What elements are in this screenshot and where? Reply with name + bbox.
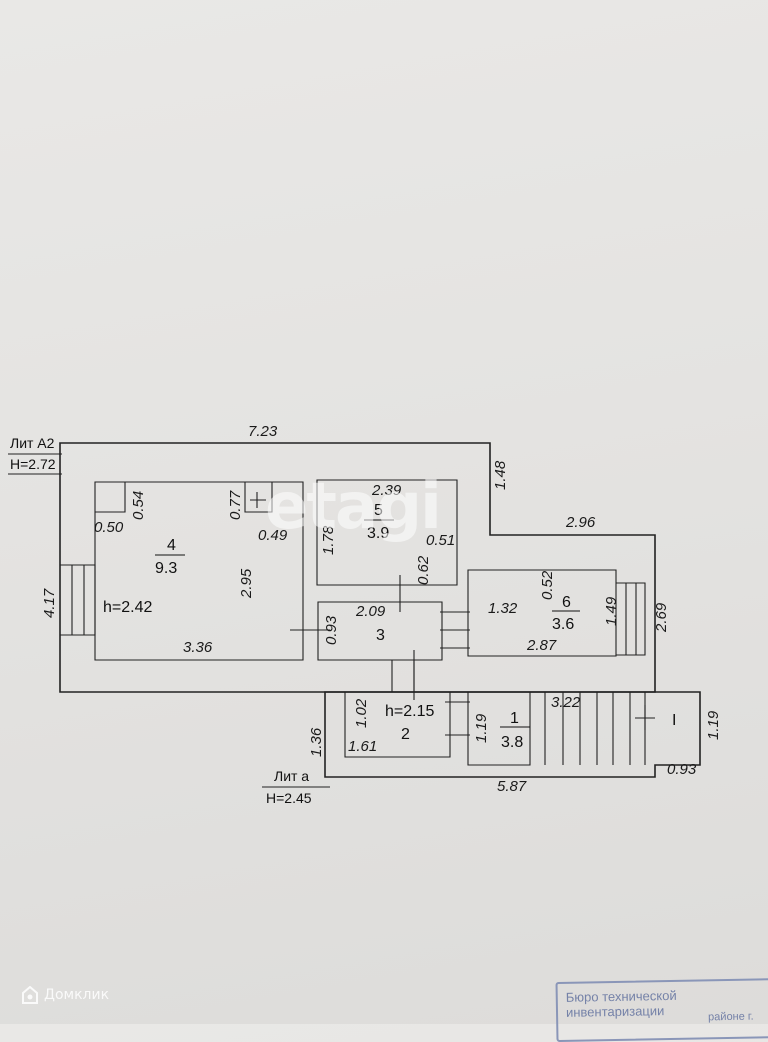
porch-mark: [635, 705, 655, 730]
door-r2-r1: [445, 701, 470, 736]
dim-r2-height: 1.02: [353, 698, 370, 728]
dim-right-step: 2.96: [565, 514, 596, 531]
dim-r3-width: 2.09: [355, 603, 386, 620]
dim-r2-width: 1.61: [348, 738, 377, 755]
dim-r6-height: 1.49: [603, 596, 620, 626]
lit-a2-height: H=2.72: [10, 456, 56, 472]
watermark: etagi: [265, 470, 442, 544]
chimney-mark: [250, 492, 266, 508]
left-stairs: [60, 564, 96, 636]
inventory-stamp: Бюро технической инвентаризации районе г…: [555, 977, 768, 1042]
door-r3-r6: [440, 611, 470, 649]
height-main: h=2.42: [103, 599, 152, 616]
dim-r6-top: 0.52: [539, 570, 556, 600]
lit-a-name: Лит а: [274, 768, 309, 784]
room-6-area: 3.6: [552, 616, 574, 633]
room-5-walls: [316, 479, 458, 586]
dim-right-lower: 2.69: [653, 602, 670, 633]
brand-name: Домклик: [44, 987, 110, 1003]
dim-r4-notch-h: 0.54: [130, 491, 147, 520]
main-outline: [59, 442, 656, 693]
lit-a-height: H=2.45: [266, 790, 312, 806]
height-annex: h=2.15: [385, 703, 434, 720]
dim-r3-height: 0.93: [323, 615, 340, 645]
dim-left-side: 4.17: [41, 588, 58, 618]
room-1-walls: [467, 691, 531, 766]
dim-annex-left: 1.36: [308, 727, 325, 757]
room-1-number: 1: [510, 710, 519, 727]
dim-top-width: 7.23: [248, 423, 278, 440]
dim-r1-height: 1.19: [473, 713, 490, 743]
room-4-chimney: [244, 482, 273, 513]
dim-r5-height: 1.78: [320, 525, 337, 555]
dim-porch-width: 0.93: [667, 761, 697, 778]
room-4-number: 4: [167, 537, 176, 554]
stamp-line2: районе г.: [708, 1010, 754, 1024]
dim-annex-width: 5.87: [497, 778, 527, 795]
room-2-walls: [344, 691, 451, 758]
brand-logo: Домклик: [22, 986, 109, 1004]
room-6-walls: [467, 569, 617, 657]
room-6-number: 6: [562, 594, 571, 611]
dim-stairs-width: 3.22: [551, 694, 581, 711]
dim-r5-door: 0.62: [415, 555, 432, 585]
dim-r6-width: 2.87: [526, 637, 557, 654]
right-stairs: [616, 582, 646, 656]
stamp-line1: Бюро технической инвентаризации: [565, 987, 677, 1020]
room-5-number: 5: [374, 502, 383, 519]
annex-stairs: [544, 692, 646, 765]
room-3-walls: [317, 601, 443, 661]
dim-right-upper: 1.48: [492, 460, 509, 490]
door-r3-r2: [391, 660, 415, 692]
lit-a2-name: Лит А2: [10, 435, 55, 451]
room-2-number: 2: [401, 726, 410, 743]
dim-r6-left: 1.32: [488, 600, 518, 617]
dim-r4-height: 2.95: [238, 568, 255, 599]
dim-r4-notch-w: 0.50: [94, 519, 124, 536]
room-4-area: 9.3: [155, 560, 177, 577]
room-1-area: 3.8: [501, 734, 523, 751]
house-icon: [22, 986, 38, 1004]
dim-r5-width: 2.39: [371, 482, 402, 499]
dim-r4-chimney-w: 0.49: [258, 527, 288, 544]
dim-r4-chimney-h: 0.77: [227, 490, 244, 520]
room-5-area: 3.9: [367, 525, 389, 542]
annex-outline: [324, 691, 701, 778]
room-3-number: 3: [376, 627, 385, 644]
porch-number: I: [672, 712, 676, 729]
room-4-notch: [95, 482, 126, 513]
dim-r5-jog: 0.51: [426, 532, 455, 549]
dim-porch-height: 1.19: [705, 710, 722, 740]
dim-r4-width: 3.36: [183, 639, 213, 656]
